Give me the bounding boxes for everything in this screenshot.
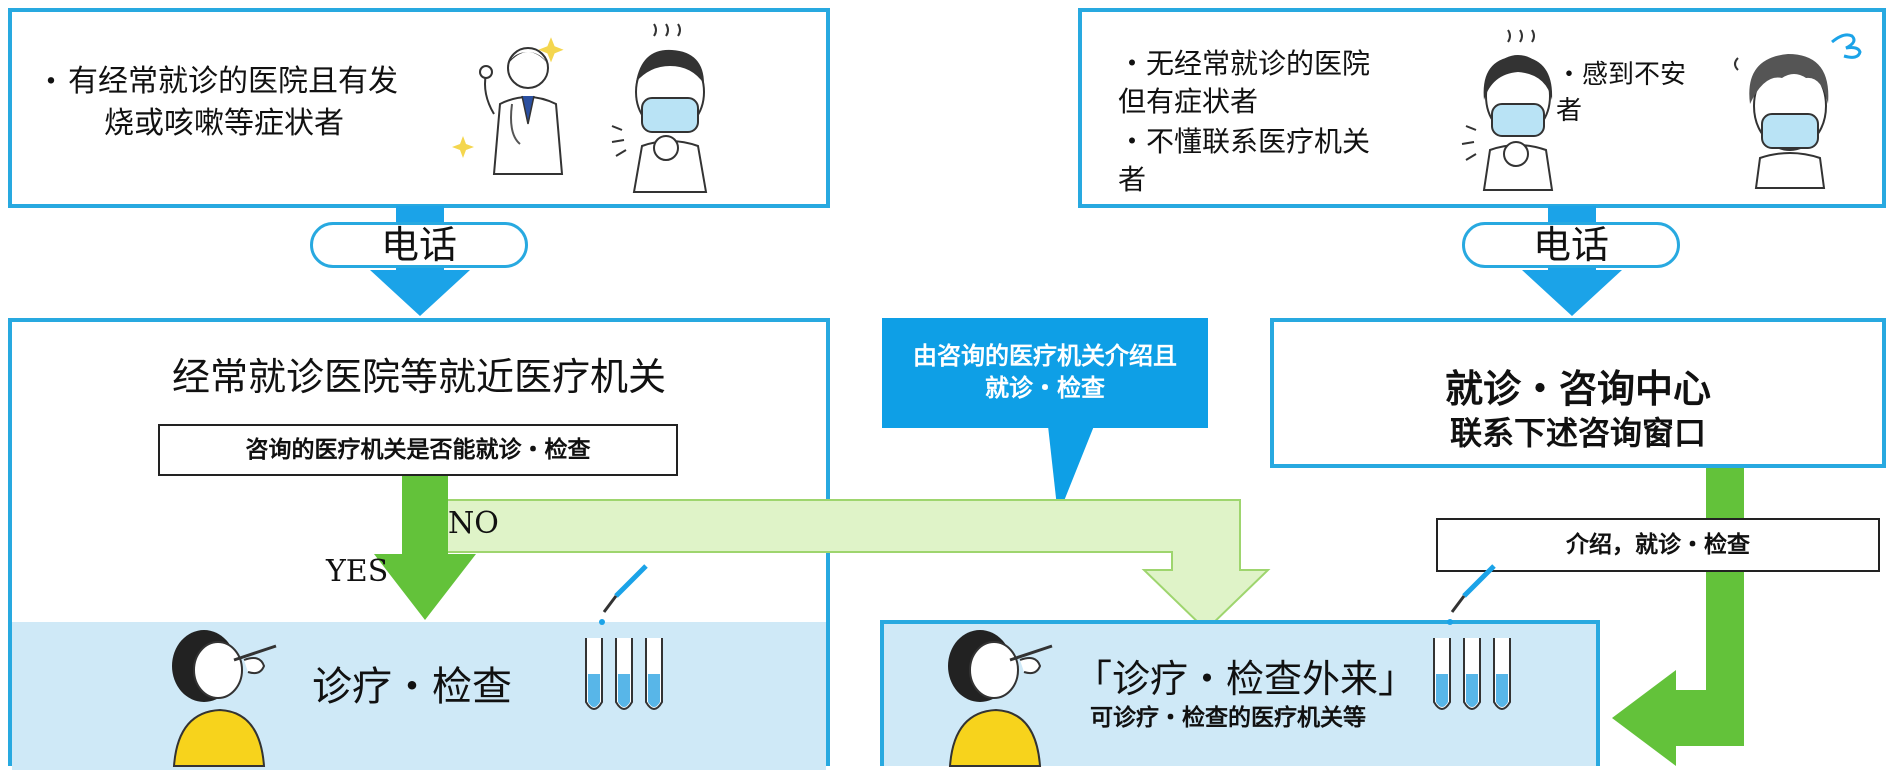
coughing-person-illustration [1461,29,1554,191]
question-text: 咨询的医疗机关是否能就诊・检查 [245,437,591,463]
yes-label: YES [326,554,389,589]
bullet-dot: ・ [36,65,66,100]
callout-tail [1048,426,1094,516]
question-box: 咨询的医疗机关是否能就诊・检查 [158,424,678,476]
nasal-swab-woman-center [948,630,1053,767]
right-top-line3: ・不懂联系医疗机关 [1118,125,1371,158]
referral-label-box: 介绍，就诊・检查 [1436,518,1880,572]
referral-label-text: 介绍，就诊・检查 [1566,532,1750,558]
phone-right-pill: 电话 [1462,222,1680,268]
no-path-arrow [419,499,1271,632]
callout-line2: 就诊・检查 [985,374,1105,402]
consult-center-line2: 联系下述咨询窗口 [1449,414,1706,452]
left-result-text: 诊疗・检查 [312,664,512,710]
yes-path-arrow [374,430,476,620]
callout-line1: 由咨询的医疗机关介绍且 [913,342,1177,370]
nasal-swab-woman-left [172,630,277,767]
testing-clinic-line2: 可诊疗・检查的医疗机关等 [1090,705,1366,731]
no-label: NO [448,506,499,541]
consult-center-line1: 就诊・咨询中心 [1444,367,1711,411]
right-top-line4: 者 [1118,163,1147,196]
anxious-line1: ・感到不安 [1556,60,1687,90]
left-top-line1: 有经常就诊的医院且有发 [68,64,398,99]
right-top-box: ・无经常就诊的医院 但有症状者 ・不懂联系医疗机关 者 ・感到不安 者 [1078,8,1886,208]
phone-left-pill: 电话 [310,222,528,268]
anxious-person-illustration [1734,33,1862,189]
testing-clinic-line1: 「诊疗・检查外来」 [1074,657,1417,701]
doctor-illustration [452,37,564,175]
sick-person-illustration [611,23,708,193]
test-tubes-center [1433,564,1511,710]
right-top-line2: 但有症状者 [1118,85,1259,118]
left-light-blue-panel [12,622,826,770]
anxious-line2: 者 [1556,96,1583,126]
referral-callout: 由咨询的医疗机关介绍且 就诊・检查 [882,318,1208,428]
right-green-arrow [1612,468,1744,766]
left-top-box: ・ 有经常就诊的医院且有发 烧或咳嗽等症状者 [8,8,830,208]
left-main-title: 经常就诊医院等就近医疗机关 [172,355,667,399]
right-top-line1: ・无经常就诊的医院 [1118,47,1371,80]
consult-center-box: 就诊・咨询中心 联系下述咨询窗口 [1270,318,1886,468]
left-top-line2: 烧或咳嗽等症状者 [104,106,344,141]
test-tubes-left [585,564,663,710]
